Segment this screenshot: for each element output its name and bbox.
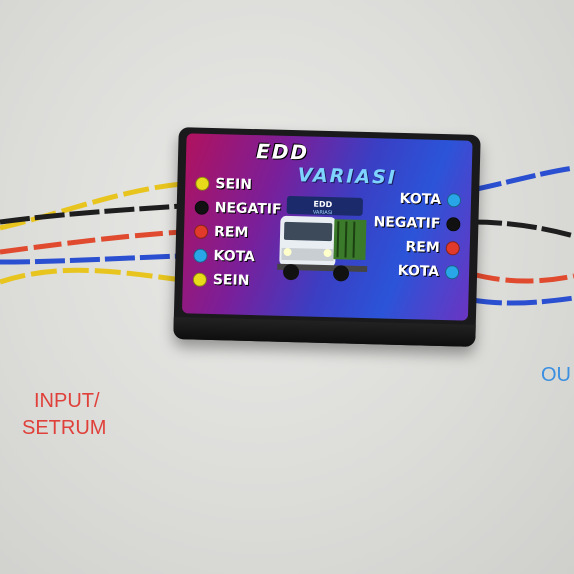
brand-logo-text: EDD (255, 139, 310, 165)
yellow-dot-icon (195, 176, 210, 191)
left-label-text: NEGATIF (214, 200, 282, 218)
wire-left-yellow-bottom (0, 267, 183, 285)
left-label-sein-1: SEIN (195, 176, 252, 193)
wire-left-red (0, 229, 183, 255)
left-label-sein-2: SEIN (192, 272, 250, 289)
brand-subtitle: VARIASI (297, 164, 398, 189)
wire-left-yellow-top (0, 181, 183, 231)
left-label-text: SEIN (212, 272, 250, 289)
blue-dot-icon (446, 193, 462, 208)
output-caption-partial: OU (541, 364, 571, 386)
module-sticker: EDD VARIASI EDD VARIASI (181, 133, 473, 321)
right-label-text: KOTA (399, 190, 442, 208)
black-dot-icon (194, 200, 209, 215)
truck-badge-brand: EDD (313, 200, 332, 209)
right-label-text: REM (405, 239, 440, 256)
wire-right-black (471, 219, 574, 239)
wire-right-red (471, 271, 574, 284)
input-caption-line1: INPUT/ (34, 390, 100, 412)
flasher-module: EDD VARIASI EDD VARIASI (173, 127, 481, 347)
right-label-rem: REM (405, 239, 460, 256)
left-label-rem: REM (193, 224, 249, 241)
black-dot-icon (446, 217, 461, 232)
wire-right-blue-bottom (471, 295, 574, 306)
right-label-negatif: NEGATIF (373, 214, 461, 232)
blue-dot-icon (444, 265, 460, 280)
left-label-kota: KOTA (193, 248, 256, 266)
wire-left-blue (0, 253, 183, 265)
right-label-kota-2: KOTA (398, 263, 460, 281)
input-caption: INPUT/ SETRUM (22, 388, 106, 442)
red-dot-icon (193, 224, 209, 239)
red-dot-icon (445, 241, 460, 256)
blue-dot-icon (193, 248, 208, 263)
right-label-text: KOTA (397, 262, 440, 280)
left-label-text: KOTA (213, 248, 256, 266)
yellow-dot-icon (192, 272, 208, 287)
right-label-kota-1: KOTA (399, 190, 462, 209)
wire-left-black (0, 203, 183, 225)
truck-image: EDD VARIASI (277, 196, 368, 282)
left-label-negatif: NEGATIF (194, 200, 282, 218)
right-label-text: NEGATIF (373, 214, 441, 232)
wire-right-blue-top (471, 165, 574, 193)
input-caption-line2: SETRUM (22, 417, 107, 439)
left-label-text: SEIN (215, 176, 253, 194)
left-label-text: REM (213, 224, 249, 241)
truck-badge-sub: VARIASI (313, 210, 333, 217)
